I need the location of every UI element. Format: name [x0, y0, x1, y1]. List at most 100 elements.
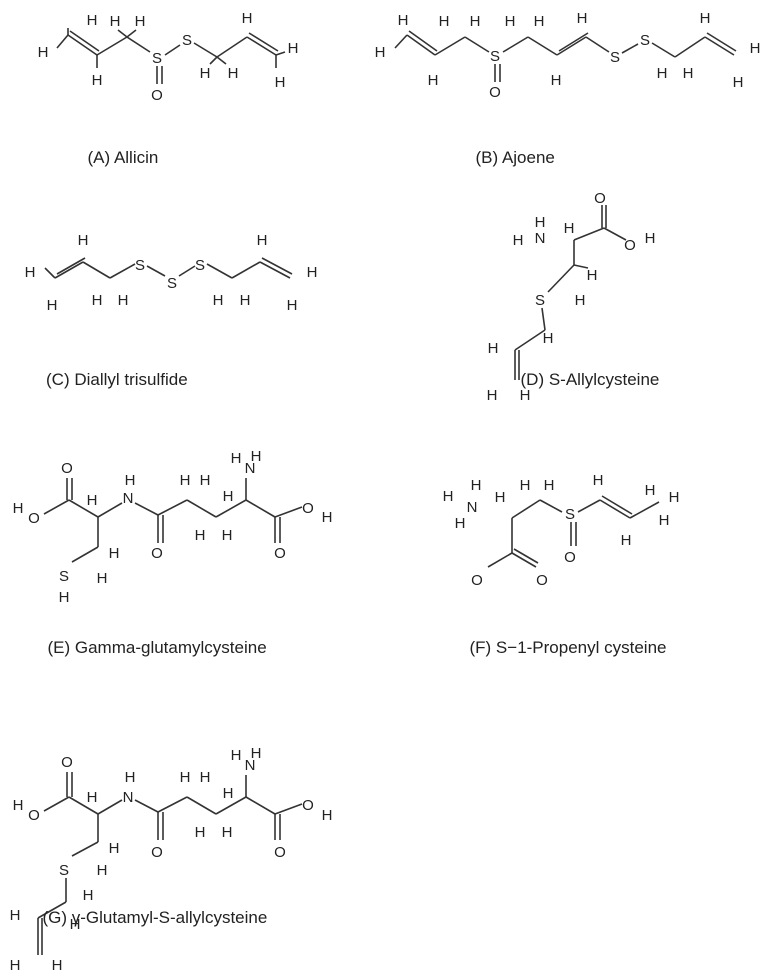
- bond-line: [231, 261, 261, 279]
- atom-label-h: H: [222, 824, 233, 841]
- bond-line: [274, 803, 303, 815]
- atom-label-h: H: [87, 12, 98, 29]
- atom-label-h: H: [513, 232, 524, 249]
- bond-line: [68, 796, 99, 815]
- atom-label-h: H: [118, 292, 129, 309]
- atom-label-h: H: [700, 10, 711, 27]
- bond-line: [406, 34, 436, 56]
- atom-label-h: H: [495, 489, 506, 506]
- atom-label-h: H: [535, 214, 546, 231]
- bond-line: [246, 36, 277, 56]
- atom-label-h: H: [38, 44, 49, 61]
- bond-line: [186, 499, 217, 518]
- atom-label-h: H: [231, 450, 242, 467]
- atom-label-h: H: [228, 65, 239, 82]
- atom-label-h: H: [657, 65, 668, 82]
- atom-label-h: H: [307, 264, 318, 281]
- atom-label-n: N: [245, 460, 256, 477]
- atom-label-h: H: [505, 13, 516, 30]
- bond-line: [527, 36, 558, 56]
- atom-label-o: O: [61, 460, 73, 477]
- bond-line: [193, 42, 218, 58]
- atom-label-h: H: [733, 74, 744, 91]
- atom-label-h: H: [551, 72, 562, 89]
- caption-allicin: (A) Allicin: [87, 148, 159, 167]
- atom-label-h: H: [257, 232, 268, 249]
- structure-d: [514, 205, 627, 380]
- atom-label-o: O: [28, 510, 40, 527]
- atom-label-h: H: [180, 769, 191, 786]
- bond-line: [541, 307, 546, 331]
- atom-label-h: H: [669, 489, 680, 506]
- caption-gamma-glutamyl-s-allylcysteine: (G) γ-Glutamyl-S-allylcysteine: [42, 908, 268, 927]
- bond-line: [601, 495, 633, 515]
- atom-label-h: H: [110, 13, 121, 30]
- atom-label-h: H: [213, 292, 224, 309]
- atom-label-h: H: [87, 492, 98, 509]
- atom-label-s: S: [535, 292, 545, 309]
- atom-label-h: H: [135, 13, 146, 30]
- atom-label-h: H: [78, 232, 89, 249]
- bond-line: [573, 264, 589, 269]
- atom-label-s: S: [182, 32, 192, 49]
- bond-line: [245, 499, 276, 518]
- structure-b: [394, 30, 737, 82]
- atom-label-s: S: [59, 568, 69, 585]
- atom-label-h: H: [70, 916, 81, 933]
- atom-label-s: S: [640, 32, 650, 49]
- atom-label-s: S: [565, 506, 575, 523]
- atom-label-h: H: [59, 589, 70, 606]
- atom-label-o: O: [61, 754, 73, 771]
- caption-s-1-propenyl-cysteine: (F) S−1-Propenyl cysteine: [469, 638, 667, 657]
- atom-label-h: H: [683, 65, 694, 82]
- atom-label-h: H: [231, 747, 242, 764]
- bond-line: [245, 796, 276, 815]
- atom-label-h: H: [645, 230, 656, 247]
- atom-label-h: H: [97, 862, 108, 879]
- atom-label-o: O: [151, 844, 163, 861]
- atom-label-o: O: [274, 844, 286, 861]
- atom-label-h: H: [375, 44, 386, 61]
- bond-line: [502, 36, 529, 53]
- bond-line: [82, 261, 111, 279]
- atom-label-h: H: [13, 500, 24, 517]
- caption-ajoene: (B) Ajoene: [475, 148, 555, 167]
- atom-label-h: H: [659, 512, 670, 529]
- atom-label-h: H: [180, 472, 191, 489]
- atom-label-h: H: [534, 13, 545, 30]
- atom-label-h: H: [97, 570, 108, 587]
- atom-label-s: S: [195, 257, 205, 274]
- bond-line: [43, 796, 70, 812]
- atom-label-s: S: [167, 275, 177, 292]
- bond-line: [157, 796, 188, 813]
- atom-label-h: H: [322, 807, 333, 824]
- atom-label-h: H: [398, 12, 409, 29]
- bond-line: [178, 265, 196, 277]
- atom-label-h: H: [52, 957, 63, 974]
- atom-label-h: H: [13, 797, 24, 814]
- bond-line: [43, 499, 70, 515]
- bond-line: [157, 499, 188, 516]
- bond-line: [186, 796, 217, 815]
- atom-label-h: H: [200, 769, 211, 786]
- atom-label-o: O: [302, 500, 314, 517]
- atom-label-h: H: [487, 387, 498, 404]
- atom-label-o: O: [151, 545, 163, 562]
- atom-label-h: H: [275, 74, 286, 91]
- atom-label-h: H: [543, 330, 554, 347]
- bond-line: [585, 36, 610, 53]
- bond-line: [275, 51, 286, 56]
- atom-label-o: O: [302, 797, 314, 814]
- atom-label-h: H: [109, 545, 120, 562]
- atom-label-o: O: [489, 84, 501, 101]
- atom-label-n: N: [123, 789, 134, 806]
- atom-label-h: H: [544, 477, 555, 494]
- atom-label-h: H: [251, 448, 262, 465]
- bond-line: [514, 329, 546, 351]
